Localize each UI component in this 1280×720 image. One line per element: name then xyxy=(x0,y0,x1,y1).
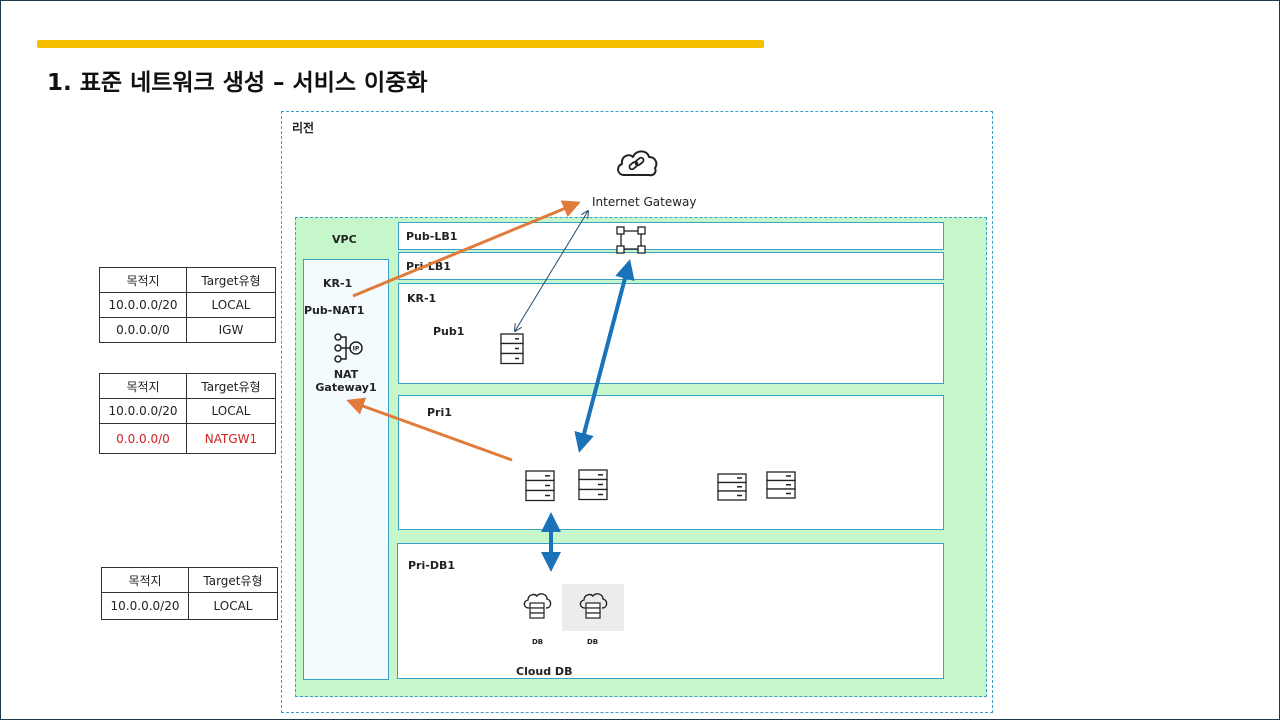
subnet-pub-lb1-label: Pub-LB1 xyxy=(406,230,458,243)
table-row: 0.0.0.0/0 NATGW1 xyxy=(99,423,276,454)
table-header-cell: 목적지 xyxy=(101,567,189,593)
table-cell: 0.0.0.0/0 xyxy=(99,423,187,454)
nat-gateway-label-line1: NAT xyxy=(333,368,359,381)
load-balancer-icon xyxy=(615,225,647,259)
table-cell: LOCAL xyxy=(186,292,276,318)
cloud-db-icon xyxy=(578,592,608,624)
table-header-cell: 목적지 xyxy=(99,267,187,293)
region-label: 리전 xyxy=(292,121,315,135)
table-cell: IGW xyxy=(186,317,276,343)
subnet-pub-lb1 xyxy=(398,222,944,250)
table-cell: NATGW1 xyxy=(186,423,276,454)
table-cell: 10.0.0.0/20 xyxy=(99,398,187,424)
subnet-pri-db1 xyxy=(397,543,944,679)
subnet-pri1 xyxy=(398,395,944,530)
subnet-pri1-label: Pri1 xyxy=(427,406,452,419)
db-label: DB xyxy=(532,638,544,646)
cloud-link-icon xyxy=(614,146,660,188)
table-cell: LOCAL xyxy=(188,592,278,620)
vpc-label: VPC xyxy=(332,233,357,246)
server-icon xyxy=(500,333,524,369)
db-label: DB xyxy=(587,638,599,646)
pub-nat1-label: Pub-NAT1 xyxy=(304,304,365,317)
subnet-kr1-label: KR-1 xyxy=(407,292,437,305)
pri1-to-nat-arrow xyxy=(346,397,513,462)
table-row: 10.0.0.0/20 LOCAL xyxy=(101,592,278,620)
kr-nat-column xyxy=(303,259,389,680)
table-row: 10.0.0.0/20 LOCAL xyxy=(99,398,276,424)
slide-title: 1. 표준 네트워크 생성 – 서비스 이중화 xyxy=(47,70,428,96)
server-icon xyxy=(525,470,555,506)
internet-gateway-label: Internet Gateway xyxy=(592,195,697,209)
table-header-cell: 목적지 xyxy=(99,373,187,399)
table-header-cell: Target유형 xyxy=(186,267,276,293)
nat-gateway-icon: IP xyxy=(333,333,365,367)
subnet-pub1-label: Pub1 xyxy=(433,325,465,338)
cloud-db-label: Cloud DB xyxy=(516,665,573,678)
svg-text:IP: IP xyxy=(353,346,360,353)
table-cell: 0.0.0.0/0 xyxy=(99,317,187,343)
table-cell: LOCAL xyxy=(186,398,276,424)
route-table-db: 목적지 Target유형 10.0.0.0/20 LOCAL xyxy=(101,567,278,620)
cloud-db-icon xyxy=(522,592,552,624)
table-header-cell: Target유형 xyxy=(186,373,276,399)
table-cell: 10.0.0.0/20 xyxy=(99,292,187,318)
table-row: 0.0.0.0/0 IGW xyxy=(99,317,276,343)
kr1-nat-label: KR-1 xyxy=(323,277,353,290)
route-table-private: 목적지 Target유형 10.0.0.0/20 LOCAL 0.0.0.0/0… xyxy=(99,373,276,454)
route-table-public: 목적지 Target유형 10.0.0.0/20 LOCAL 0.0.0.0/0… xyxy=(99,267,276,343)
subnet-pri-db1-label: Pri-DB1 xyxy=(408,559,455,572)
table-row: 10.0.0.0/20 LOCAL xyxy=(99,292,276,318)
region-container xyxy=(281,111,993,713)
table-header-row: 목적지 Target유형 xyxy=(99,267,276,293)
subnet-kr1-zone xyxy=(398,283,944,384)
subnet-pri-lb1 xyxy=(398,252,944,280)
server-icon xyxy=(717,473,747,505)
table-header-row: 목적지 Target유형 xyxy=(99,373,276,399)
igw-pub1-link xyxy=(515,211,588,331)
table-cell: 10.0.0.0/20 xyxy=(101,592,189,620)
table-header-cell: Target유형 xyxy=(188,567,278,593)
lb-pri1-link xyxy=(574,259,635,453)
server-icon xyxy=(578,469,608,505)
accent-bar xyxy=(37,40,764,48)
server-icon xyxy=(766,471,796,503)
table-header-row: 목적지 Target유형 xyxy=(101,567,278,593)
nat-gateway-label-line2: Gateway1 xyxy=(315,381,377,394)
